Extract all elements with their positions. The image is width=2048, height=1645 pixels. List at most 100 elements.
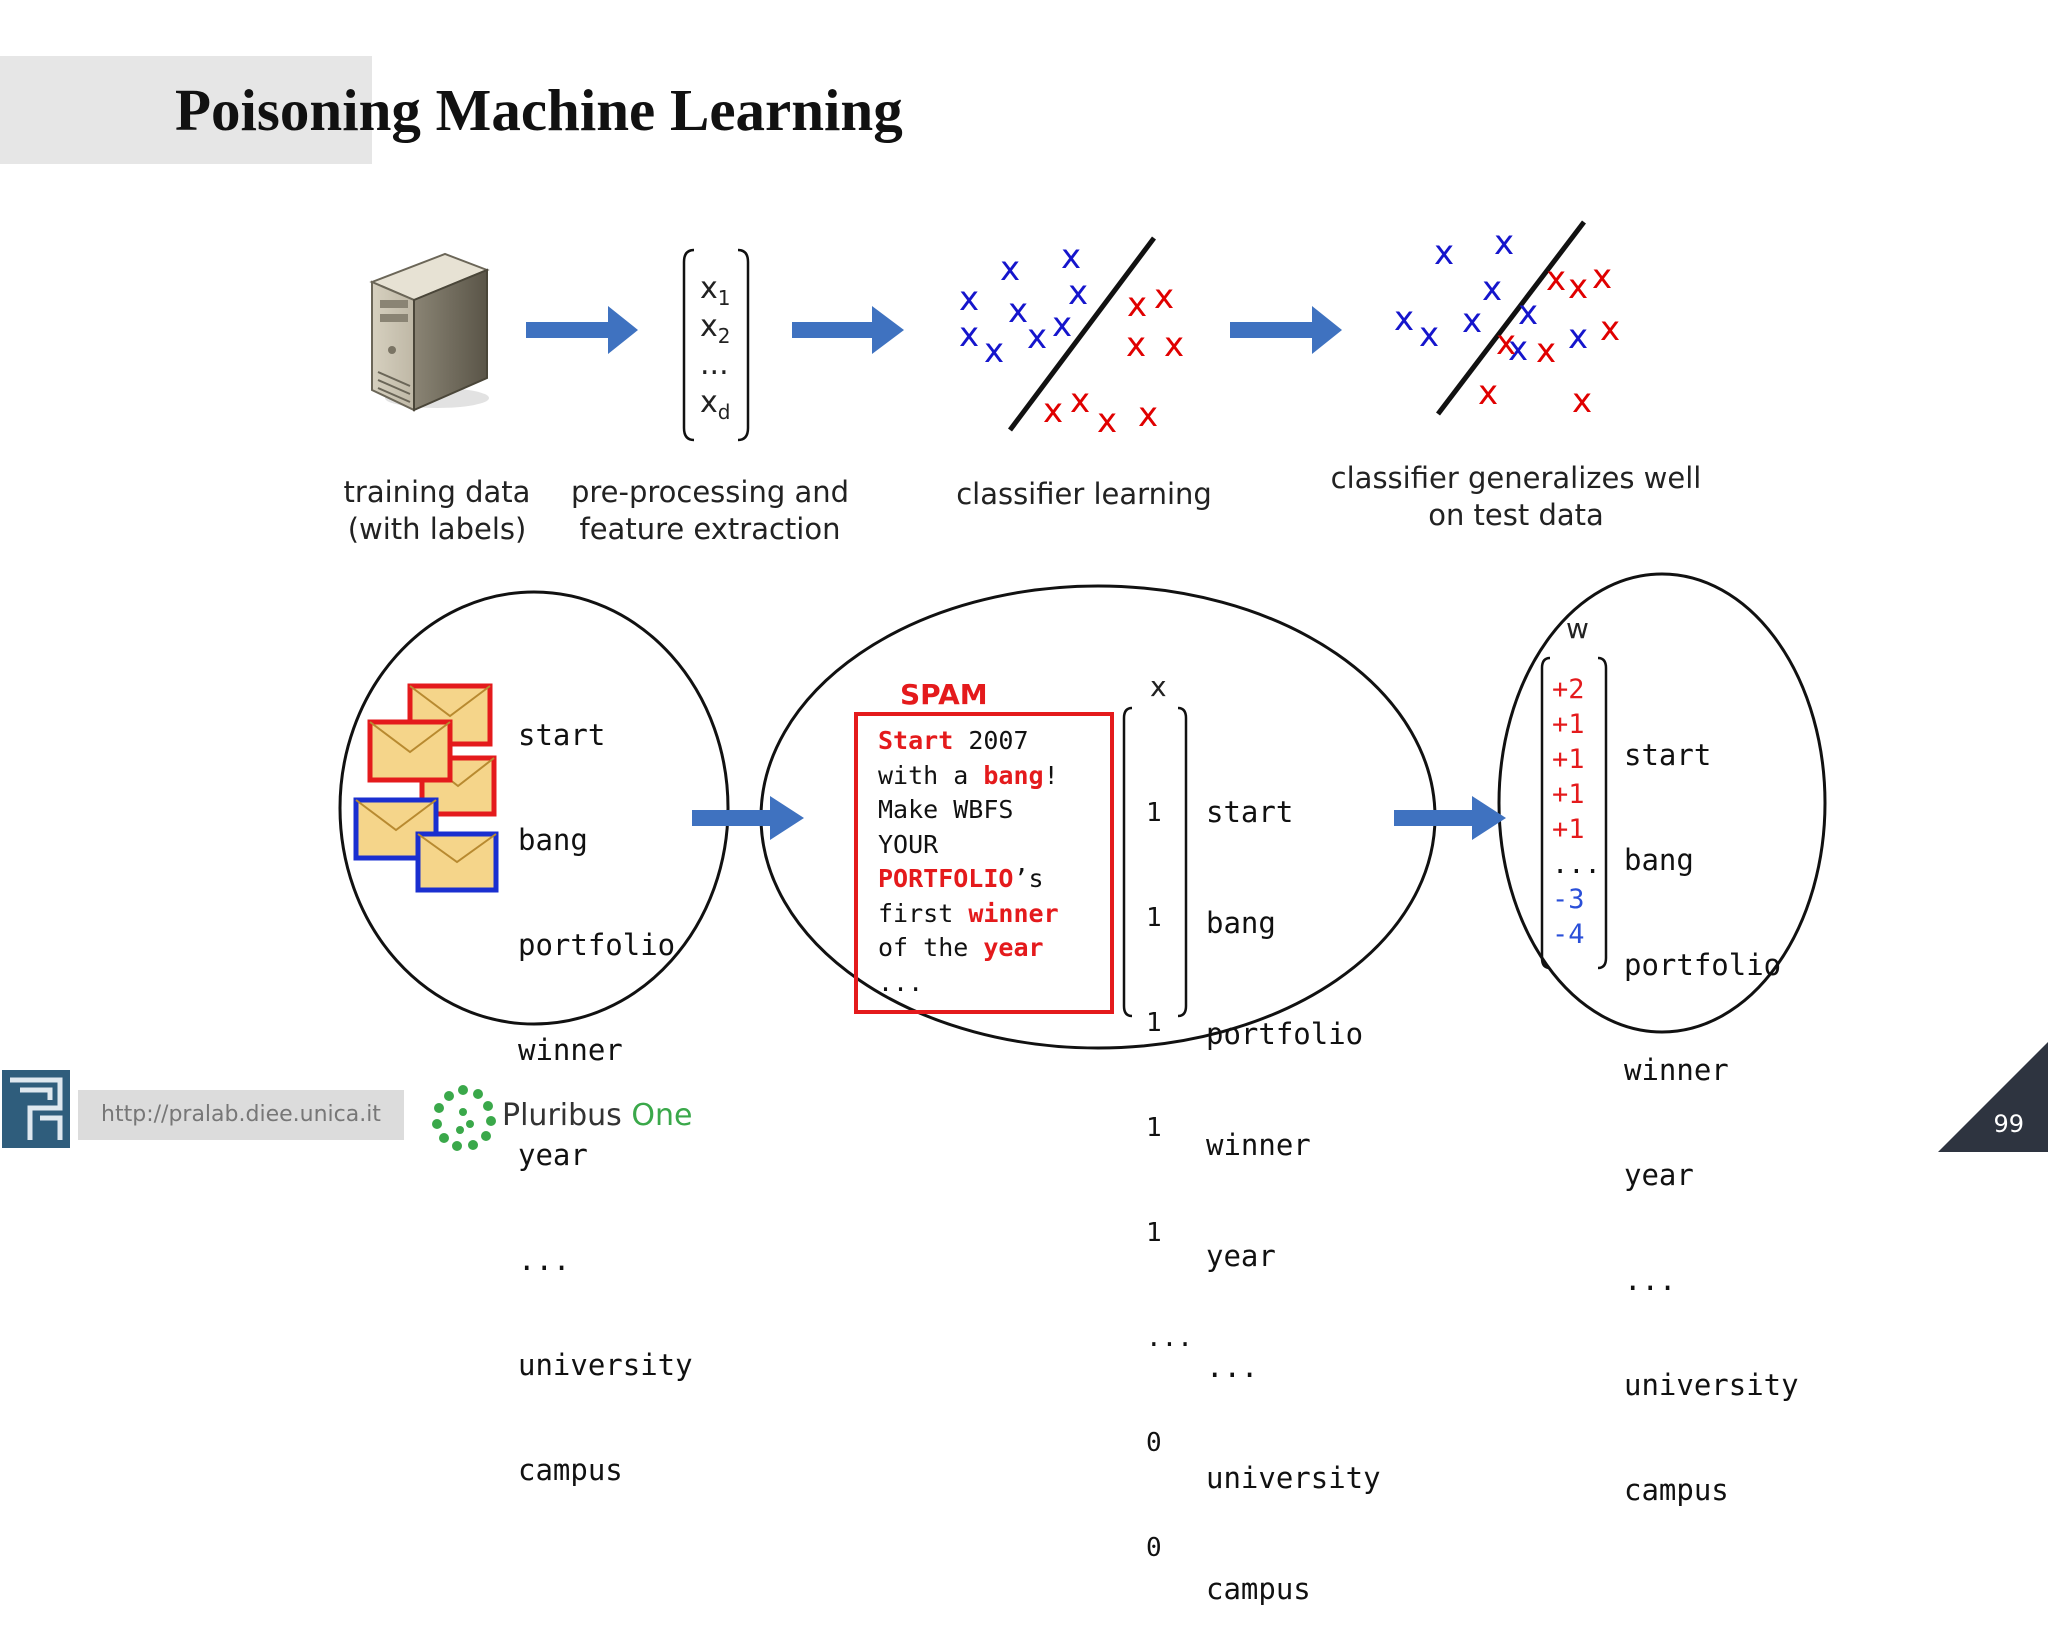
data-point: x <box>1568 267 1589 307</box>
word-item: year <box>518 1138 588 1172</box>
brand-main: Pluribus <box>502 1098 632 1133</box>
brand-accent: One <box>631 1098 693 1133</box>
x-vector-bracket <box>1122 706 1188 1018</box>
email-text: first <box>878 898 969 928</box>
data-point: x <box>984 331 1005 371</box>
footer-url-link[interactable]: http://pralab.diee.unica.it <box>78 1090 404 1140</box>
email-line: with a bang! <box>878 759 1059 794</box>
data-point: x <box>1070 381 1091 421</box>
data-point: x <box>959 315 980 355</box>
data-point: x <box>1008 291 1029 331</box>
data-point: x <box>1494 223 1515 263</box>
spam-label: SPAM <box>900 678 988 711</box>
email-keyword: Start <box>878 726 954 755</box>
page-corner <box>1938 1042 2048 1152</box>
x-word: university <box>1206 1461 1381 1495</box>
data-point: x <box>1482 269 1503 309</box>
feature-entry: xd <box>700 385 731 424</box>
data-point: x <box>1496 323 1517 363</box>
x-value: 1 <box>1146 1008 1162 1038</box>
email-line: first winner <box>878 897 1059 932</box>
email-text: ! <box>1043 760 1059 790</box>
arrow-right-icon <box>792 306 904 354</box>
data-point: x <box>1061 237 1082 277</box>
feature-entry: x1 <box>700 271 731 310</box>
data-point: x <box>1097 401 1118 441</box>
w-vector-words: start bang portfolio winner year ... uni… <box>1624 668 1799 1543</box>
w-value: +1 <box>1552 779 1585 810</box>
email-line: ... <box>878 966 1059 1001</box>
x-word: campus <box>1206 1572 1311 1606</box>
w-vector-values: +2 +1 +1 +1 +1 ... -3 -4 <box>1552 672 1601 952</box>
x-value: 1 <box>1146 798 1162 828</box>
email-text: of the <box>878 933 984 962</box>
input-words-ellipse <box>338 590 730 1026</box>
x-word: start <box>1206 795 1294 829</box>
email-line: YOUR <box>878 828 1059 863</box>
arrow-right-icon <box>1230 306 1342 354</box>
email-text: 2007 <box>953 726 1029 755</box>
data-point: x <box>1052 305 1073 345</box>
data-point: x <box>1462 301 1483 341</box>
word-item: portfolio <box>518 928 676 962</box>
data-point: x <box>1546 259 1567 299</box>
email-text: with a <box>878 760 984 790</box>
data-point: x <box>1419 315 1440 355</box>
x-word: portfolio <box>1206 1017 1364 1051</box>
word-item: ... <box>518 1243 571 1277</box>
data-point: x <box>1164 325 1185 365</box>
word-item: winner <box>518 1033 623 1067</box>
pluribus-one-logo-icon <box>432 1085 496 1151</box>
x-value: 1 <box>1146 1218 1162 1248</box>
data-point: x <box>1572 381 1593 421</box>
x-vector-values: 1 1 1 1 1 ... 0 0 <box>1146 726 1193 1601</box>
w-word: university <box>1624 1368 1799 1402</box>
data-point: x <box>1434 233 1455 273</box>
w-word: campus <box>1624 1473 1729 1507</box>
feature-entry: ... <box>700 347 729 382</box>
pluribus-one-brand: Pluribus One <box>502 1098 692 1133</box>
word-item: university <box>518 1348 693 1382</box>
word-item: bang <box>518 823 588 857</box>
data-point: x <box>1568 317 1589 357</box>
x-value: ... <box>1146 1323 1193 1353</box>
x-value: 0 <box>1146 1428 1162 1458</box>
email-line: Start 2007 <box>878 724 1059 759</box>
slide-title: Poisoning Machine Learning <box>175 77 903 143</box>
w-value: -3 <box>1552 884 1585 915</box>
w-word: ... <box>1624 1263 1677 1297</box>
words-list: start bang portfolio winner year ... uni… <box>518 648 693 1523</box>
data-point: x <box>1126 325 1147 365</box>
email-keyword: PORTFOLIO <box>878 864 1014 893</box>
data-point: x <box>1600 309 1621 349</box>
data-point: x <box>1536 331 1557 371</box>
arrow-right-icon <box>526 306 638 354</box>
email-keyword: year <box>983 933 1044 962</box>
w-word: start <box>1624 738 1712 772</box>
email-line: PORTFOLIO’s <box>878 862 1059 897</box>
w-word: year <box>1624 1158 1694 1192</box>
x-value: 1 <box>1146 903 1162 933</box>
data-point: x <box>1518 293 1539 333</box>
x-word: ... <box>1206 1350 1259 1384</box>
data-point: x <box>1508 329 1529 369</box>
w-value: ... <box>1552 849 1601 880</box>
x-value: 0 <box>1146 1533 1162 1563</box>
data-point: x <box>1154 277 1175 317</box>
weights-ellipse <box>1497 572 1827 1034</box>
page-number: 99 <box>1993 1110 2024 1138</box>
email-keyword: bang <box>983 760 1044 790</box>
spam-email-box <box>854 712 1114 1014</box>
server-icon <box>369 252 490 412</box>
w-word: bang <box>1624 843 1694 877</box>
data-point: x <box>1592 257 1613 297</box>
data-point: x <box>959 279 980 319</box>
envelope-stack-icon <box>353 683 499 893</box>
email-text: Make WBFS <box>878 795 1014 824</box>
x-vector-label: x <box>1150 670 1167 703</box>
arrow-right-icon <box>1394 796 1506 840</box>
classifier-learning-label: classifier learning <box>956 477 1212 511</box>
w-word: portfolio <box>1624 948 1782 982</box>
email-text: YOUR <box>878 829 939 859</box>
